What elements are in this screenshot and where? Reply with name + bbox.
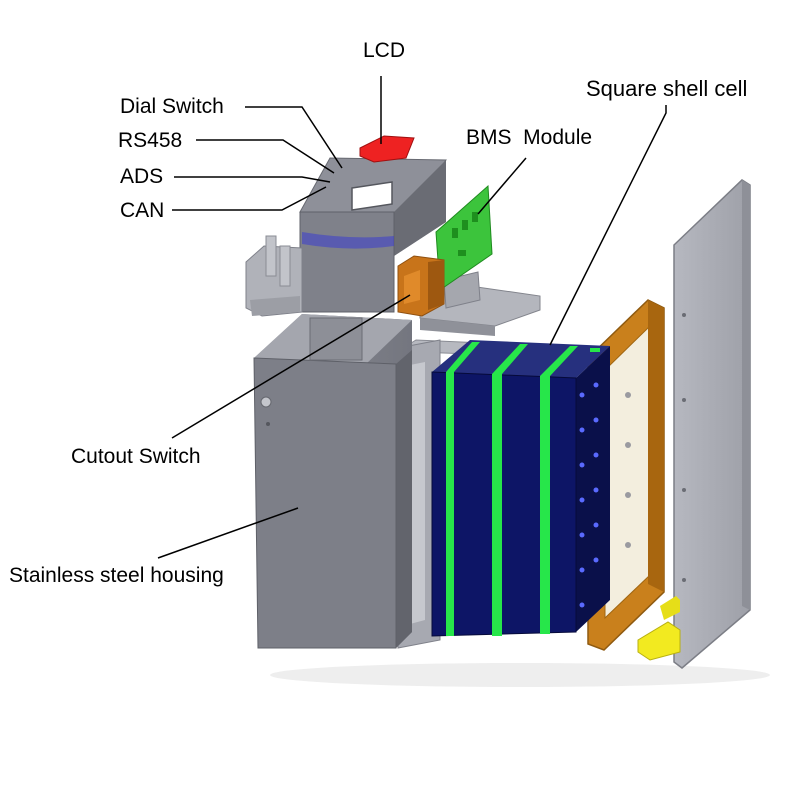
cell-stack <box>431 340 610 637</box>
leader-rs458 <box>196 139 335 174</box>
label-rs458: RS458 <box>118 129 183 152</box>
label-lcd: LCD <box>363 39 406 62</box>
leader-square-shell-cell <box>549 105 667 346</box>
label-bms-module: BMS Module <box>466 126 593 149</box>
label-dial-switch: Dial Switch <box>120 95 224 118</box>
leader-dial-switch <box>245 106 343 169</box>
leader-cutout-switch <box>171 294 411 439</box>
leader-bms-module <box>477 157 527 215</box>
main-housing <box>253 314 412 649</box>
control-box <box>299 157 447 313</box>
side-terminals <box>245 235 303 317</box>
leader-lines <box>157 76 667 559</box>
floor-shadow <box>270 663 770 687</box>
leader-stainless-steel-housing <box>157 507 299 559</box>
leader-can <box>172 186 327 211</box>
cutout-switch <box>397 255 445 317</box>
support-feet <box>637 596 681 661</box>
cell-bands <box>446 342 600 636</box>
lcd-display <box>359 135 415 163</box>
back-cover-plate <box>673 179 751 669</box>
label-square-shell-cell: Square shell cell <box>586 76 748 101</box>
label-can: CAN <box>120 199 165 222</box>
label-stainless-steel-housing: Stainless steel housing <box>9 564 224 587</box>
label-cutout-switch: Cutout Switch <box>71 445 201 468</box>
cell-terminals <box>579 382 599 608</box>
leader-ads <box>174 176 331 183</box>
label-ads: ADS <box>120 165 164 188</box>
